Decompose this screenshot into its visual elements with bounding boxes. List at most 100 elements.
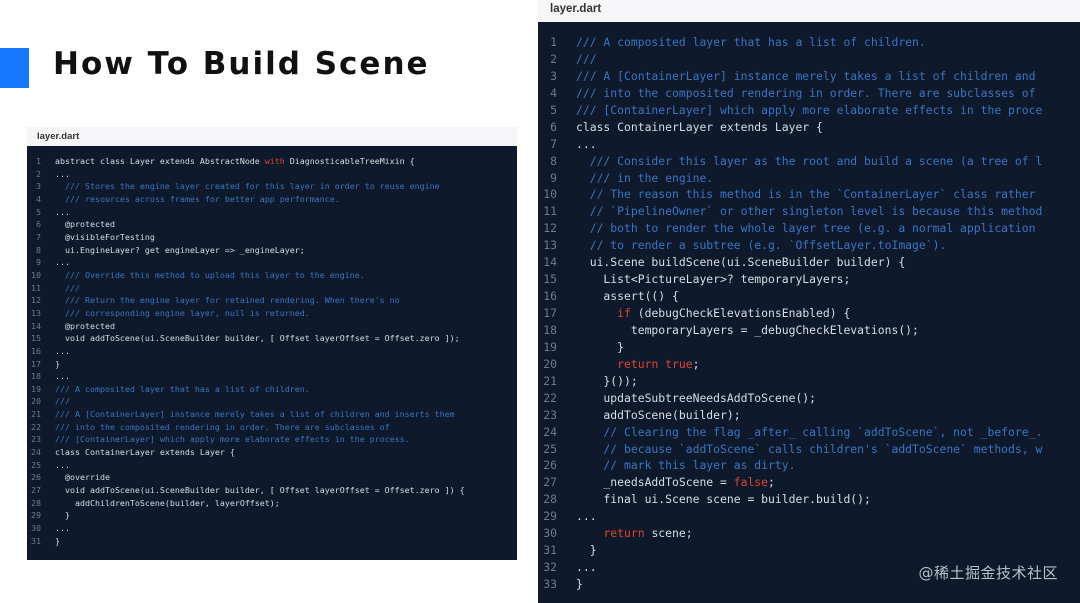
- code-line: 1/// A composited layer that has a list …: [538, 34, 1080, 51]
- code-line: 17}: [27, 358, 517, 371]
- code-token: ;: [692, 356, 700, 371]
- line-number: 31: [31, 535, 41, 546]
- code-token: ...: [55, 523, 70, 534]
- code-line: 27 void addToScene(ui.SceneBuilder build…: [27, 484, 517, 497]
- code-text: ...: [576, 136, 597, 153]
- code-text: /// [ContainerLayer] which apply more el…: [55, 433, 410, 446]
- code-token: @override: [55, 472, 110, 483]
- big-panel-file-tab[interactable]: layer.dart: [538, 0, 1080, 22]
- code-text: return true;: [576, 356, 699, 373]
- line-number: 30: [543, 526, 557, 541]
- line-number: 1: [36, 156, 41, 166]
- code-comment: /// into the composited rendering in ord…: [55, 421, 390, 432]
- line-number: 14: [543, 255, 557, 270]
- code-text: class ContainerLayer extends Layer {: [576, 119, 823, 136]
- code-token: [576, 357, 617, 371]
- code-comment: /// Override this method to upload this …: [55, 269, 365, 280]
- line-number: 22: [543, 390, 557, 405]
- code-text: List<PictureLayer>? temporaryLayers;: [576, 271, 850, 288]
- code-text: // to render a subtree (e.g. `OffsetLaye…: [576, 237, 947, 254]
- code-text: addToScene(builder);: [576, 407, 740, 424]
- code-token: ...: [55, 168, 70, 179]
- code-comment: /// Stores the engine layer created for …: [55, 181, 440, 192]
- code-token: (debugCheckElevationsEnabled) {: [630, 306, 851, 320]
- code-line: 11 ///: [27, 282, 517, 295]
- code-line: 14 ui.Scene buildScene(ui.SceneBuilder b…: [538, 254, 1080, 271]
- code-token: assert(() {: [576, 289, 679, 304]
- code-line: 10 /// Override this method to upload th…: [27, 269, 517, 282]
- line-number: 19: [31, 383, 41, 394]
- line-number: 13: [543, 238, 557, 253]
- code-token: DiagnosticableTreeMixin {: [284, 156, 415, 166]
- line-number: 26: [543, 458, 557, 473]
- title-accent-bar: [0, 48, 29, 88]
- code-token: @protected: [55, 219, 115, 230]
- code-line: 20 return true;: [538, 356, 1080, 373]
- line-number: 9: [550, 170, 557, 185]
- line-number: 17: [31, 358, 41, 369]
- code-token: class ContainerLayer extends Layer {: [55, 447, 235, 458]
- line-number: 27: [31, 485, 41, 496]
- code-text: addChildrenToScene(builder, layerOffset)…: [55, 497, 280, 510]
- code-line: 26 @override: [27, 471, 517, 484]
- code-line: 24 // Clearing the flag _after_ calling …: [538, 424, 1080, 441]
- code-token: @visibleForTesting: [55, 231, 155, 242]
- slide-title: How To Build Scene: [53, 46, 430, 82]
- line-number: 2: [550, 51, 557, 66]
- line-number: 12: [543, 221, 557, 236]
- code-text: @override: [55, 471, 110, 484]
- code-token: ;: [768, 475, 775, 490]
- code-line: 8 ui.EngineLayer? get engineLayer => _en…: [27, 244, 517, 257]
- code-line: 12 // both to render the whole layer tre…: [538, 220, 1080, 237]
- line-number: 28: [31, 497, 41, 508]
- code-comment: /// resources across frames for better a…: [55, 193, 340, 204]
- code-text: temporaryLayers = _debugCheckElevations(…: [576, 322, 919, 339]
- code-text: assert(() {: [576, 288, 679, 305]
- code-text: ui.EngineLayer? get engineLayer => _engi…: [55, 244, 305, 257]
- code-line: 29...: [538, 508, 1080, 525]
- code-text: // Clearing the flag _after_ calling `ad…: [576, 424, 1042, 441]
- line-number: 11: [31, 282, 41, 293]
- line-number: 5: [36, 206, 41, 217]
- code-token: ...: [55, 345, 70, 356]
- code-line: 33}: [538, 576, 1080, 593]
- code-token: List<PictureLayer>? temporaryLayers;: [576, 272, 851, 287]
- code-text: }: [55, 535, 60, 548]
- code-comment: /// [ContainerLayer] which apply more el…: [55, 434, 410, 445]
- line-number: 24: [543, 424, 557, 439]
- code-line: 9...: [27, 256, 517, 269]
- code-comment: // both to render the whole layer tree (…: [576, 221, 1036, 236]
- code-text: // `PipelineOwner` or other singleton le…: [576, 203, 1043, 220]
- code-token: class ContainerLayer extends Layer {: [576, 119, 823, 134]
- code-line: 18...: [27, 370, 517, 383]
- line-number: 29: [543, 509, 557, 524]
- code-comment: /// A composited layer that has a list o…: [576, 35, 926, 49]
- small-panel-file-tab[interactable]: layer.dart: [27, 127, 517, 146]
- code-text: }: [55, 509, 70, 522]
- code-text: @visibleForTesting: [55, 231, 155, 244]
- code-text: /// in the engine.: [576, 170, 713, 187]
- code-line: 19 }: [538, 339, 1080, 356]
- code-text: }: [576, 339, 624, 356]
- line-number: 28: [543, 492, 557, 507]
- code-token: _needsAddToScene =: [576, 475, 734, 490]
- code-comment: /// A [ContainerLayer] instance merely t…: [55, 409, 455, 420]
- line-number: 20: [543, 356, 557, 371]
- line-number: 30: [31, 523, 41, 534]
- line-number: 15: [31, 333, 41, 344]
- code-line: 31 }: [538, 542, 1080, 559]
- code-text: @protected: [55, 320, 115, 333]
- code-line: 32...: [538, 559, 1080, 576]
- line-number: 12: [31, 295, 41, 306]
- line-number: 13: [31, 307, 41, 318]
- code-line: 5/// [ContainerLayer] which apply more e…: [538, 102, 1080, 119]
- line-number: 15: [543, 272, 557, 287]
- code-token: abstract class Layer extends AbstractNod…: [55, 156, 265, 166]
- line-number: 25: [31, 459, 41, 470]
- code-token: void addToScene(ui.SceneBuilder builder,…: [55, 333, 460, 344]
- code-text: /// A [ContainerLayer] instance merely t…: [576, 68, 1035, 85]
- code-text: }: [576, 576, 583, 593]
- code-text: void addToScene(ui.SceneBuilder builder,…: [55, 332, 460, 345]
- code-comment: // mark this layer as dirty.: [576, 458, 796, 473]
- line-number: 16: [543, 289, 557, 304]
